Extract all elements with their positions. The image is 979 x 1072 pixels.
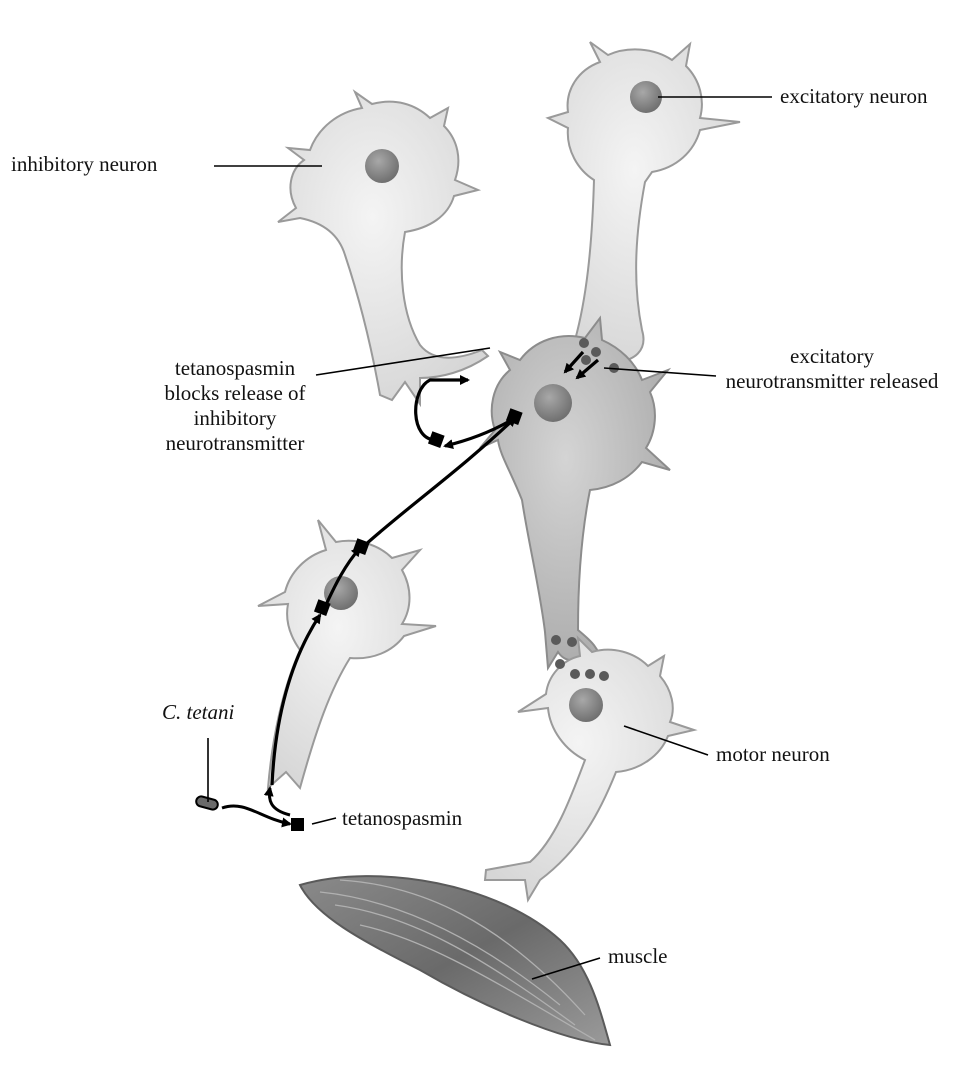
relay-neuron	[258, 520, 436, 788]
label-blocks-line4: neurotransmitter	[160, 431, 310, 456]
arrow-toxin-to-axon	[269, 788, 290, 815]
label-released-line1: excitatory	[712, 344, 952, 369]
label-excitatory-neuron: excitatory neuron	[780, 84, 928, 109]
label-inhibitory-neuron: inhibitory neuron	[11, 152, 157, 177]
label-tetanospasmin: tetanospasmin	[342, 806, 462, 831]
path-loop-back	[416, 380, 468, 440]
leader-tetanospasmin	[312, 818, 336, 824]
arrow-bacterium-to-toxin	[222, 806, 290, 824]
muscle-tissue	[300, 876, 610, 1045]
label-motor-neuron: motor neuron	[716, 742, 830, 767]
c-tetani-bacterium	[195, 795, 219, 810]
label-c-tetani: C. tetani	[162, 700, 234, 725]
label-blocks-line3: inhibitory	[160, 406, 310, 431]
label-excitatory-released: excitatory neurotransmitter released	[712, 344, 952, 394]
label-blocks-line2: blocks release of	[160, 381, 310, 406]
label-blocks-line1: tetanospasmin	[160, 356, 310, 381]
excitatory-neuron	[548, 42, 740, 362]
label-blocks-release: tetanospasmin blocks release of inhibito…	[160, 356, 310, 456]
label-released-line2: neurotransmitter released	[712, 369, 952, 394]
label-muscle: muscle	[608, 944, 667, 969]
